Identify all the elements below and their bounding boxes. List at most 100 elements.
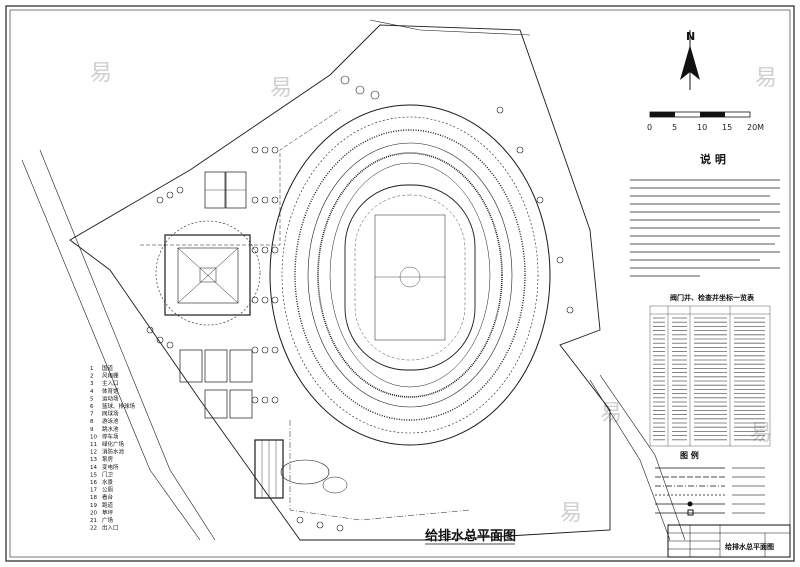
basketball-court-2: [204, 349, 228, 383]
notes-title: 说 明: [700, 152, 726, 166]
pitch-center-circle: [399, 266, 421, 288]
drain-pipe-main: [289, 420, 471, 521]
basketball-court-1: [179, 349, 203, 383]
outer-frame: [5, 5, 795, 562]
legend-item-number: 16: [90, 480, 97, 486]
legend-item-label: 风雨棚: [102, 372, 119, 380]
scale-tick-label: 0: [647, 123, 652, 132]
legend-item-label: 绿化广场: [102, 440, 125, 448]
legend-item-label: 出入口: [102, 524, 119, 532]
legend-item-label: 网球场: [102, 410, 119, 418]
legend-item-label: 看台: [102, 493, 114, 501]
legend-item-number: 12: [90, 450, 97, 456]
stadium-outer-ring: [269, 104, 551, 446]
scale-tick-label: 20M: [747, 123, 764, 132]
legend-item-number: 8: [90, 419, 94, 425]
watermark-2: 易: [270, 76, 292, 101]
legend-item-label: 变电所: [102, 463, 119, 471]
scale-tick-label: 5: [672, 123, 677, 132]
gym-roof-center: [199, 267, 217, 283]
volleyball-court-1: [204, 389, 228, 419]
tree-rows: [146, 75, 574, 532]
legend-item-number: 15: [90, 472, 97, 478]
scale-tick-label: 15: [722, 123, 732, 132]
site-boundary: [69, 24, 611, 541]
legend-item-label: 门卫: [102, 470, 114, 478]
legend-item-label: 体育馆: [102, 387, 119, 395]
legend-item-number: 20: [90, 510, 97, 516]
legend-item-label: 水景: [102, 478, 114, 486]
legend-item-label: 广场: [102, 516, 114, 524]
legend-item-number: 11: [90, 442, 97, 448]
volleyball-court-2: [229, 389, 253, 419]
watermark-5: 易: [750, 421, 772, 446]
legend-item-label: 跳水池: [102, 425, 119, 433]
gym-roof-2: [177, 247, 239, 304]
legend-item-label: 篮球、排球场: [102, 402, 136, 410]
stadium-ring-4: [307, 142, 513, 408]
legend-item-number: 18: [90, 495, 97, 501]
coordinate-table: [649, 305, 771, 447]
legend-item-label: 草坪: [102, 508, 114, 516]
football-pitch: [374, 214, 446, 341]
legend-item-number: 10: [90, 434, 97, 440]
running-track-inner: [354, 194, 466, 361]
legend-item-label: 消防水池: [102, 448, 125, 456]
legend-item-label: 公厕: [102, 487, 114, 494]
road-left: [21, 159, 201, 541]
legend-item-number: 5: [90, 396, 94, 402]
north-arrow: N: [680, 30, 700, 90]
legend-item-number: 3: [90, 381, 94, 387]
site-plan-title: 给排水总平面图: [425, 528, 516, 544]
legend-item-label: 运动场: [102, 394, 119, 402]
water-feature: [280, 459, 330, 485]
legend-item-label: 游泳池: [102, 417, 119, 425]
pipe-legend: [655, 467, 765, 516]
watermark-3: 易: [755, 66, 777, 91]
running-track: [344, 184, 476, 371]
legend-item-number: 7: [90, 412, 94, 418]
notes-text-lines: [630, 179, 780, 277]
legend-item-number: 21: [90, 518, 97, 524]
water-pipe-main: [140, 109, 341, 246]
legend-item-number: 22: [90, 526, 97, 532]
legend-item-label: 国道: [102, 364, 114, 372]
coordinate-table-rows: [653, 317, 765, 441]
watermark-6: 易: [560, 501, 582, 526]
road-right-2: [599, 374, 686, 541]
watermark-1: 易: [90, 61, 112, 86]
gymnasium: [164, 234, 251, 316]
legend-item-label: 停车场: [102, 432, 119, 440]
stadium-ring-2: [281, 116, 539, 434]
table-title: 阀门井、检查井坐标一览表: [670, 293, 755, 302]
gym-outer-circle: [155, 220, 261, 326]
gymnasium-inner: [177, 247, 239, 304]
road-top: [369, 19, 531, 36]
legend-item-number: 9: [90, 427, 94, 433]
legend-item-label: 泵房: [102, 455, 114, 463]
stadium-ring-5: [317, 152, 503, 398]
north-arrow-icon: [680, 45, 700, 80]
legend-item-label: 跑道: [102, 501, 114, 509]
legend-item-number: 1: [90, 366, 94, 372]
title-block-name: 给排水总平面图: [725, 542, 774, 551]
north-label: N: [686, 30, 695, 43]
pipe-legend-title: 图 例: [680, 450, 699, 460]
legend-item-number: 6: [90, 404, 94, 410]
legend-item-number: 2: [90, 374, 94, 380]
stadium-ring-3: [294, 129, 526, 421]
stadium-ring-6: [329, 162, 491, 388]
scale-tick-label: 10: [697, 123, 707, 132]
scale-bar: 0 5 10 15 20M: [647, 111, 764, 132]
title-block: [667, 524, 791, 558]
road-left-2: [39, 149, 216, 541]
legend-item-number: 19: [90, 503, 97, 509]
legend-item-number: 13: [90, 457, 97, 463]
legend-item-number: 14: [90, 465, 97, 471]
inner-frame: [9, 9, 791, 558]
site-plan: [21, 19, 686, 541]
legend-item-number: 17: [90, 488, 97, 494]
legend-item-label: 主入口: [102, 379, 119, 387]
